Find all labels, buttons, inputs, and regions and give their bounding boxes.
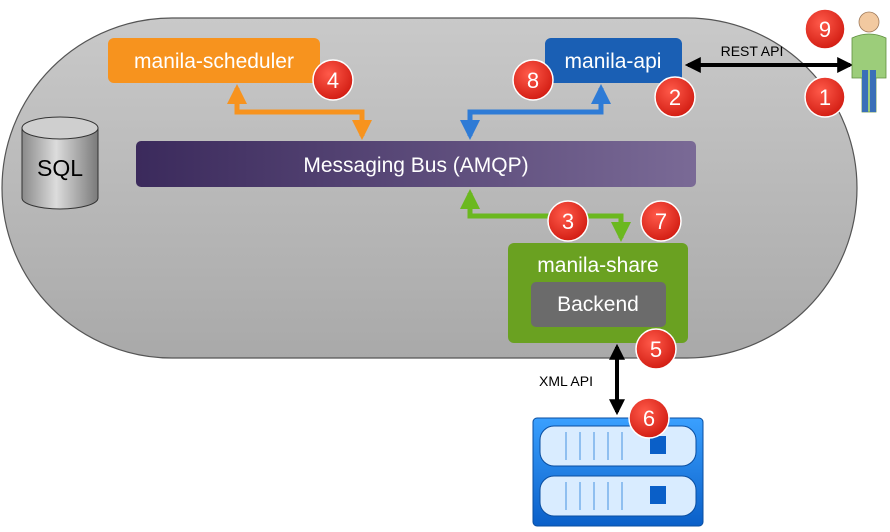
svg-text:9: 9 bbox=[819, 17, 831, 42]
rest-api-label: REST API bbox=[721, 43, 784, 59]
storage-array-icon bbox=[532, 417, 704, 527]
user-icon bbox=[851, 11, 887, 113]
step-badge-7: 7 bbox=[640, 200, 682, 242]
database-icon bbox=[21, 116, 99, 210]
svg-text:4: 4 bbox=[327, 68, 339, 93]
manila-api-label: manila-api bbox=[565, 50, 662, 73]
manila-scheduler-node bbox=[108, 38, 320, 83]
manila-scheduler-label: manila-scheduler bbox=[134, 50, 294, 73]
svg-text:2: 2 bbox=[669, 85, 681, 110]
bus-share-arrow bbox=[460, 189, 631, 242]
svg-text:5: 5 bbox=[650, 337, 662, 362]
svg-text:3: 3 bbox=[562, 209, 574, 234]
svg-text:6: 6 bbox=[643, 406, 655, 431]
scheduler-bus-arrow bbox=[227, 84, 372, 140]
manila-api-node bbox=[545, 38, 682, 83]
step-badge-1: 1 bbox=[804, 76, 846, 118]
step-badge-4: 4 bbox=[312, 59, 354, 101]
messaging-bus bbox=[136, 141, 696, 187]
sql-label: SQL bbox=[37, 155, 83, 181]
svg-text:8: 8 bbox=[527, 68, 539, 93]
step-badge-9: 9 bbox=[804, 8, 846, 50]
backend-node bbox=[531, 282, 666, 327]
manila-share-label: manila-share bbox=[537, 254, 658, 277]
messaging-bus-label: Messaging Bus (AMQP) bbox=[303, 154, 528, 177]
step-badge-2: 2 bbox=[654, 76, 696, 118]
step-badge-6: 6 bbox=[628, 397, 670, 439]
step-badge-3: 3 bbox=[547, 200, 589, 242]
svg-text:7: 7 bbox=[655, 209, 667, 234]
svg-text:1: 1 bbox=[819, 85, 831, 110]
step-badge-5: 5 bbox=[635, 328, 677, 370]
step-badge-8: 8 bbox=[512, 59, 554, 101]
backend-label: Backend bbox=[557, 293, 639, 316]
xml-api-label: XML API bbox=[539, 373, 593, 389]
api-bus-arrow bbox=[460, 84, 611, 140]
